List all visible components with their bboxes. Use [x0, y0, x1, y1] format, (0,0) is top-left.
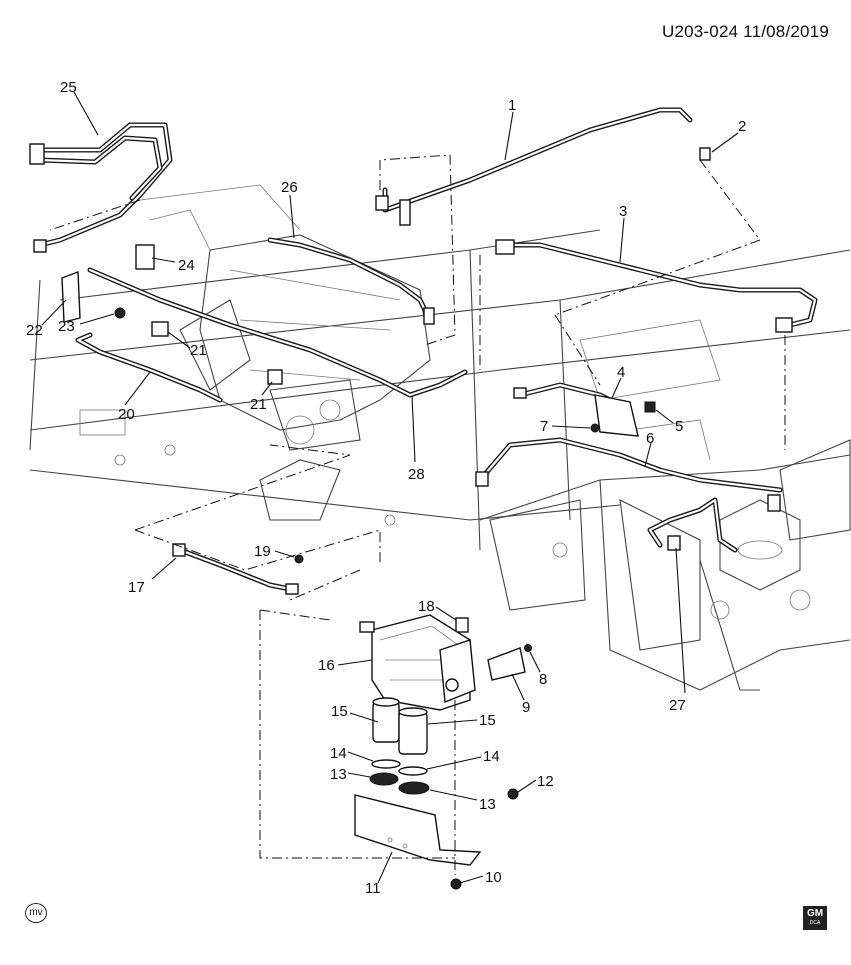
nut-19	[294, 554, 304, 564]
sensor-9	[487, 647, 526, 681]
gm-logo-text: GM	[806, 908, 824, 919]
callout-10: 10	[485, 869, 502, 886]
callout-12: 12	[537, 773, 554, 790]
callout-14a: 14	[330, 745, 347, 762]
callout-19: 19	[254, 543, 271, 560]
filter-cap-13b	[398, 781, 430, 795]
callout-23: 23	[58, 318, 75, 335]
callout-7: 7	[540, 418, 548, 435]
fuel-filter-assembly	[354, 614, 482, 866]
gm-logo: GM DCA	[803, 906, 827, 930]
connector-18	[455, 617, 469, 633]
callout-17: 17	[128, 579, 145, 596]
callout-20: 20	[118, 406, 135, 423]
clip-24	[135, 244, 155, 270]
callout-2: 2	[738, 118, 746, 135]
callout-labels: 25 1 2 3 26 24 22 23 21 21 20 28 4 5 7 6…	[26, 79, 746, 897]
callout-26: 26	[281, 179, 298, 196]
o-ring-14b	[398, 766, 428, 776]
leader-lines	[41, 91, 739, 884]
callout-15a: 15	[331, 703, 348, 720]
bolt-7	[590, 423, 600, 433]
phantom-lines	[49, 154, 786, 875]
callout-18: 18	[418, 598, 435, 615]
clip-21a	[151, 321, 169, 337]
callout-5: 5	[675, 418, 683, 435]
clip-21b	[267, 369, 283, 385]
callout-4: 4	[617, 364, 625, 381]
o-ring-14a	[371, 759, 401, 769]
callout-21b: 21	[250, 396, 267, 413]
callout-25: 25	[60, 79, 77, 96]
callout-8: 8	[539, 671, 547, 688]
diagram-code: U203-024 11/08/2019	[661, 22, 829, 41]
callout-9: 9	[522, 699, 530, 716]
callout-16: 16	[318, 657, 335, 674]
callout-15b: 15	[479, 712, 496, 729]
callout-22: 22	[26, 322, 43, 339]
bolt-12	[507, 788, 519, 800]
clip-2	[699, 147, 711, 161]
nut-10	[450, 878, 462, 890]
callout-11: 11	[365, 880, 381, 897]
chassis-frame	[29, 184, 851, 691]
bolt-23	[114, 307, 126, 319]
callout-28: 28	[408, 466, 425, 483]
mv-badge: mv	[25, 903, 47, 923]
filter-element-15b	[398, 711, 428, 755]
callout-27: 27	[669, 697, 686, 714]
callout-6: 6	[646, 430, 654, 447]
connector-25	[29, 143, 45, 165]
callout-21a: 21	[190, 342, 207, 359]
shield-11	[354, 794, 482, 866]
callout-1: 1	[508, 97, 516, 114]
clip-5	[644, 401, 656, 413]
callout-3: 3	[619, 203, 627, 220]
callout-13b: 13	[479, 796, 496, 813]
filter-cap-13a	[369, 772, 399, 786]
bolt-8	[524, 644, 532, 652]
callout-24: 24	[178, 257, 195, 274]
callout-14b: 14	[483, 748, 500, 765]
callout-13a: 13	[330, 766, 347, 783]
fuel-lines	[37, 107, 818, 593]
bracket-22	[61, 271, 81, 323]
gm-logo-subtext: DCA	[809, 920, 821, 926]
bracket-4	[594, 394, 639, 437]
